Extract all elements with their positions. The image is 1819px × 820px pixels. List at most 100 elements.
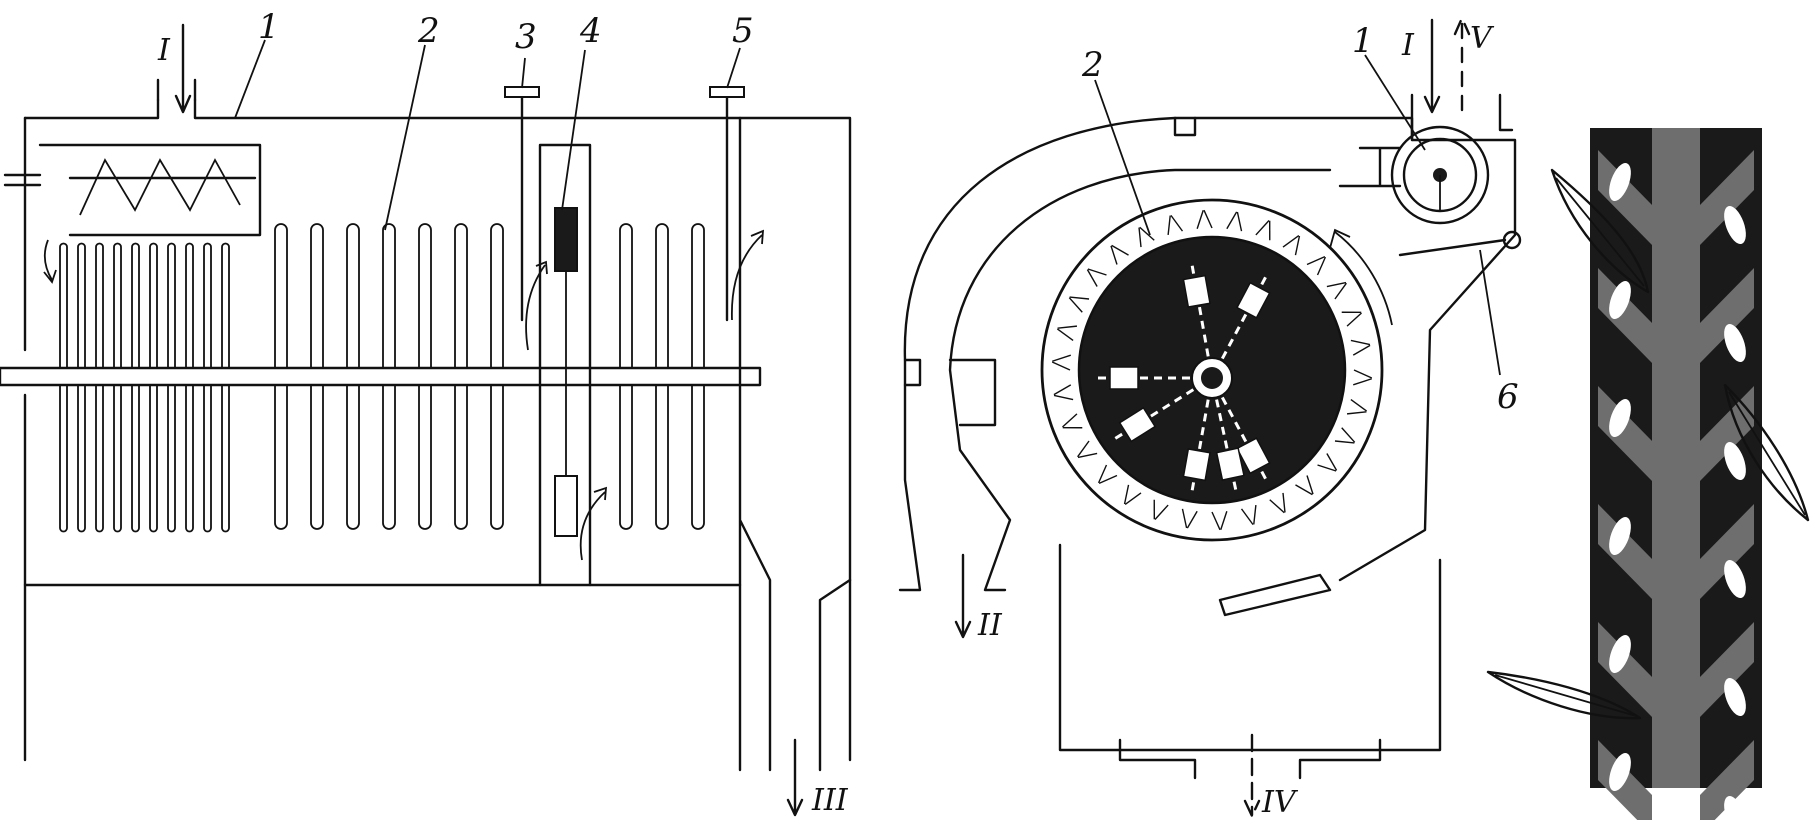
hatch-dash [1240, 508, 1254, 526]
leader-2 [384, 44, 426, 231]
strip-chevron-left [1598, 386, 1652, 481]
strip-slot-right [1724, 795, 1746, 820]
leader-5 [726, 47, 741, 89]
disc-fin-lower [59, 385, 68, 533]
callout-3: 3 [515, 17, 537, 57]
disc-fin-upper [149, 242, 158, 368]
strip-slot-left [1609, 280, 1631, 320]
hatch-dash [1341, 427, 1356, 443]
hatch-dash [1181, 508, 1188, 529]
hatch-dash [1098, 474, 1118, 485]
disc-fin-upper [691, 223, 705, 368]
sleeve-lower [554, 475, 578, 537]
strip-spine [1652, 128, 1700, 788]
hatch-dash [1326, 281, 1347, 288]
hatch-dash [1053, 384, 1072, 396]
rod-3-head [504, 86, 540, 98]
hatch-dash [1052, 354, 1071, 362]
outlet-arrow-III [786, 738, 804, 817]
disc-fin-upper [113, 242, 122, 368]
rotor-knife-block [1215, 447, 1245, 481]
hatch-dash [1077, 440, 1090, 458]
disc-fin-upper [167, 242, 176, 368]
inlet-funnel [156, 78, 197, 102]
leaf-knife-bottom [1486, 670, 1642, 720]
hatch-dash [1053, 394, 1074, 401]
strip-chevron-right [1700, 150, 1754, 245]
disc-fin-lower [77, 385, 86, 533]
hatch-dash [1124, 492, 1142, 505]
sleeve-upper [554, 207, 578, 272]
outlet-hopper [738, 116, 852, 772]
disc-fin-upper [346, 223, 360, 368]
hatch-dash [1138, 227, 1142, 248]
leader-4 [561, 49, 586, 211]
hatch-dash [1196, 210, 1204, 229]
stream-label-II: II [977, 608, 1003, 643]
disc-fin-lower [619, 385, 633, 530]
callout-1b: 1 [1352, 21, 1374, 61]
hatch-dash [1350, 339, 1371, 346]
hatch-dash [1353, 369, 1373, 379]
callout-2b: 2 [1081, 45, 1104, 85]
strip-slot-right [1724, 323, 1746, 363]
strip-slot-right [1724, 677, 1746, 717]
callout-4: 4 [579, 11, 602, 51]
hatch-dash [1123, 484, 1130, 505]
arrow-out-V [1453, 16, 1471, 112]
disc-fin-upper [655, 223, 669, 368]
hatch-dash [1306, 475, 1314, 495]
arrow-out-II [954, 553, 972, 639]
disc-fin-upper [59, 242, 68, 368]
leader-1b [1364, 54, 1426, 151]
knife-rotor [1097, 264, 1271, 492]
strip-chevron-right [1700, 268, 1754, 363]
guide-channel [538, 143, 592, 587]
flow-arrow-3 [525, 260, 548, 351]
inlet-arrow-I [174, 23, 192, 114]
rotor-knife-block [1118, 406, 1157, 443]
strip-slot-left [1609, 634, 1631, 674]
arrow-out-IV [1243, 733, 1261, 818]
hatch-dash [1282, 235, 1300, 248]
disc-fin-lower [310, 385, 324, 530]
hatch-dash [1062, 413, 1078, 428]
rotation-arrow [1329, 228, 1393, 326]
disc-fin-upper [221, 242, 230, 368]
hatch-dash [1352, 344, 1371, 356]
side-port [903, 358, 997, 427]
hatch-dash [1139, 226, 1155, 241]
rotor-knife-block [1109, 366, 1139, 390]
disc-fin-lower [274, 385, 288, 530]
leader-2b [1094, 79, 1151, 236]
arrow-in-I [1423, 18, 1441, 114]
hatch-dash [1346, 312, 1362, 327]
hatch-dash [1306, 255, 1326, 266]
disc-fin-lower [418, 385, 432, 530]
strip-slot-left [1609, 162, 1631, 202]
main-shaft [0, 366, 762, 387]
cross-section: 1 2 6 I V II IV [898, 16, 1522, 820]
disc-fin-lower [454, 385, 468, 530]
disc-fin-upper [382, 223, 396, 368]
rotor-axis [1201, 367, 1223, 389]
leaf-knife-top [1550, 168, 1650, 294]
screw-housing-inner [1402, 137, 1478, 213]
hatch-dash [1069, 296, 1090, 300]
disc-fin-lower [149, 385, 158, 533]
leaf-knife-right [1723, 383, 1810, 522]
inlet-stack [1410, 93, 1514, 142]
hatch-dash [1220, 511, 1228, 530]
strip-slot-right [1724, 441, 1746, 481]
hatch-dash [1316, 256, 1327, 276]
stream-label-III: III [811, 783, 849, 818]
stream-label-V: V [1470, 21, 1495, 56]
hatch-dash [1086, 269, 1098, 287]
strip-slot-right [1724, 559, 1746, 599]
callout-6: 6 [1497, 377, 1519, 417]
strip-chevron-right [1700, 740, 1754, 820]
hatch-dash [1282, 492, 1286, 513]
hatch-dash [1057, 325, 1078, 329]
leader-1 [234, 39, 266, 119]
